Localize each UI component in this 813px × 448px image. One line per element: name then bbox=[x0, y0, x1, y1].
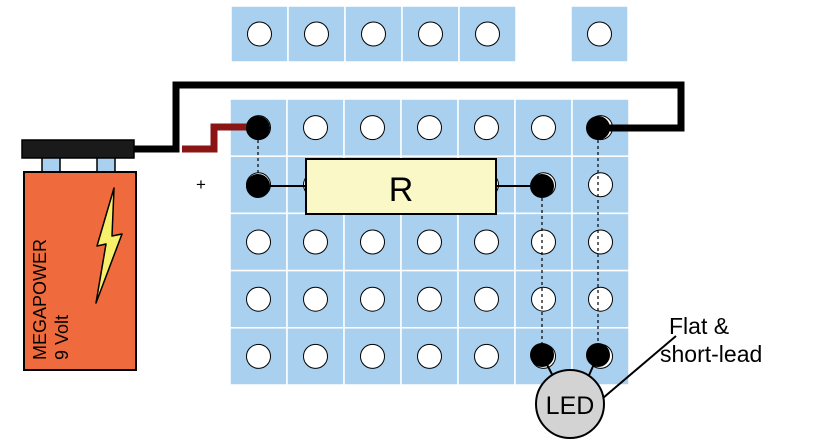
grid-hole-r5-c5 bbox=[457, 327, 516, 386]
grid-hole-r3-c2 bbox=[286, 212, 345, 272]
breadboard-grid bbox=[229, 98, 630, 386]
grid-hole-r4-c5 bbox=[457, 269, 516, 329]
grid-hole-r3-c4-hole bbox=[417, 229, 442, 255]
top-breadboard-strip bbox=[230, 5, 517, 63]
top-strip-hole-5-hole bbox=[475, 21, 500, 47]
grid-hole-r5-c4-hole bbox=[417, 343, 442, 369]
positive-lead-wire bbox=[182, 123, 258, 153]
grid-hole-r5-c5-hole bbox=[474, 343, 499, 369]
grid-hole-r5-c1 bbox=[229, 327, 288, 386]
grid-hole-r4-c3 bbox=[343, 269, 402, 329]
grid-hole-r3-c6-hole bbox=[531, 229, 556, 255]
led: LED bbox=[535, 354, 605, 439]
grid-hole-r5-c3-hole bbox=[360, 343, 385, 369]
battery-brand-label: MEGAPOWER bbox=[30, 239, 50, 360]
grid-hole-r4-c3-hole bbox=[360, 286, 385, 312]
grid-hole-r3-c3-hole bbox=[360, 229, 385, 255]
grid-hole-r4-c1-hole bbox=[246, 286, 271, 312]
led-label: LED bbox=[546, 392, 595, 420]
grid-hole-r4-c5-hole bbox=[474, 286, 499, 312]
grid-hole-r3-c4 bbox=[400, 212, 459, 272]
grid-hole-r4-c4-hole bbox=[417, 286, 442, 312]
grid-hole-r3-c1-hole bbox=[246, 229, 271, 255]
grid-hole-r3-c2-hole bbox=[303, 229, 328, 255]
grid-hole-r1-c3 bbox=[343, 98, 402, 157]
grid-hole-r3-c6 bbox=[514, 212, 573, 272]
grid-hole-r1-c6 bbox=[514, 98, 573, 157]
grid-hole-r1-c5 bbox=[457, 98, 516, 157]
grid-hole-r4-c7 bbox=[571, 269, 630, 329]
top-strip-hole-5 bbox=[458, 5, 517, 63]
grid-hole-r1-c4-hole bbox=[417, 115, 442, 141]
grid-hole-r1-c5-hole bbox=[474, 115, 499, 141]
top-strip-hole-2-hole bbox=[304, 21, 329, 47]
grid-hole-r3-c1 bbox=[229, 212, 288, 272]
grid-hole-r3-c7-hole bbox=[588, 229, 613, 255]
top-breadboard-strip-right bbox=[570, 5, 629, 63]
grid-hole-r5-c2-hole bbox=[303, 343, 328, 369]
battery-cap bbox=[21, 139, 135, 159]
grid-hole-r5-c3 bbox=[343, 327, 402, 386]
dot-resistor-right bbox=[530, 174, 554, 198]
grid-hole-r1-c3-hole bbox=[360, 115, 385, 141]
grid-hole-r5-c4 bbox=[400, 327, 459, 386]
dot-positive-in bbox=[246, 116, 270, 140]
grid-hole-r2-c7-hole bbox=[588, 172, 613, 198]
positive-terminal-label: + bbox=[196, 175, 206, 194]
grid-hole-r4-c6 bbox=[514, 269, 573, 329]
battery: MEGAPOWER 9 Volt bbox=[21, 139, 137, 371]
grid-hole-r4-c1 bbox=[229, 269, 288, 329]
top-strip-hole-3 bbox=[344, 5, 403, 63]
grid-hole-r1-c2 bbox=[286, 98, 345, 157]
grid-hole-r1-c2-hole bbox=[303, 115, 328, 141]
dot-resistor-left bbox=[246, 174, 270, 198]
grid-hole-r2-c7 bbox=[571, 155, 630, 215]
annotation-line2: short-lead bbox=[660, 341, 762, 367]
led-body bbox=[535, 369, 605, 439]
grid-hole-r4-c2 bbox=[286, 269, 345, 329]
grid-hole-r5-c2 bbox=[286, 327, 345, 386]
resistor-label: R bbox=[389, 171, 414, 209]
grid-hole-r3-c7 bbox=[571, 212, 630, 272]
annotation-line1: Flat & bbox=[669, 313, 729, 339]
top-strip-hole-2 bbox=[287, 5, 346, 63]
dot-ground-in bbox=[586, 116, 610, 140]
top-strip-hole-4-hole bbox=[418, 21, 443, 47]
lightning-bolt-icon bbox=[95, 187, 123, 304]
grid-hole-r4-c6-hole bbox=[531, 286, 556, 312]
grid-hole-r4-c7-hole bbox=[588, 286, 613, 312]
grid-hole-r4-c2-hole bbox=[303, 286, 328, 312]
top-strip-hole-3-hole bbox=[361, 21, 386, 47]
annotation-pointer bbox=[602, 335, 677, 399]
grid-hole-r4-c4 bbox=[400, 269, 459, 329]
grid-hole-r3-c5 bbox=[457, 212, 516, 272]
top-strip-hole-1-hole bbox=[247, 21, 272, 47]
grid-hole-r1-c4 bbox=[400, 98, 459, 157]
top-strip-right-hole-1 bbox=[570, 5, 629, 63]
resistor-body bbox=[305, 158, 497, 215]
top-strip-right-hole-1-hole bbox=[587, 21, 612, 47]
top-strip-hole-1 bbox=[230, 5, 289, 63]
grid-hole-r5-c1-hole bbox=[246, 343, 271, 369]
grid-hole-r1-c6-hole bbox=[531, 115, 556, 141]
black-wire bbox=[134, 81, 685, 153]
grid-hole-r3-c3 bbox=[343, 212, 402, 272]
resistor: R bbox=[258, 158, 542, 215]
top-strip-hole-4 bbox=[401, 5, 460, 63]
battery-body bbox=[23, 171, 137, 371]
grid-hole-r3-c5-hole bbox=[474, 229, 499, 255]
battery-voltage-label: 9 Volt bbox=[52, 315, 72, 360]
grid-hole-r2-c7-cell bbox=[571, 155, 630, 215]
